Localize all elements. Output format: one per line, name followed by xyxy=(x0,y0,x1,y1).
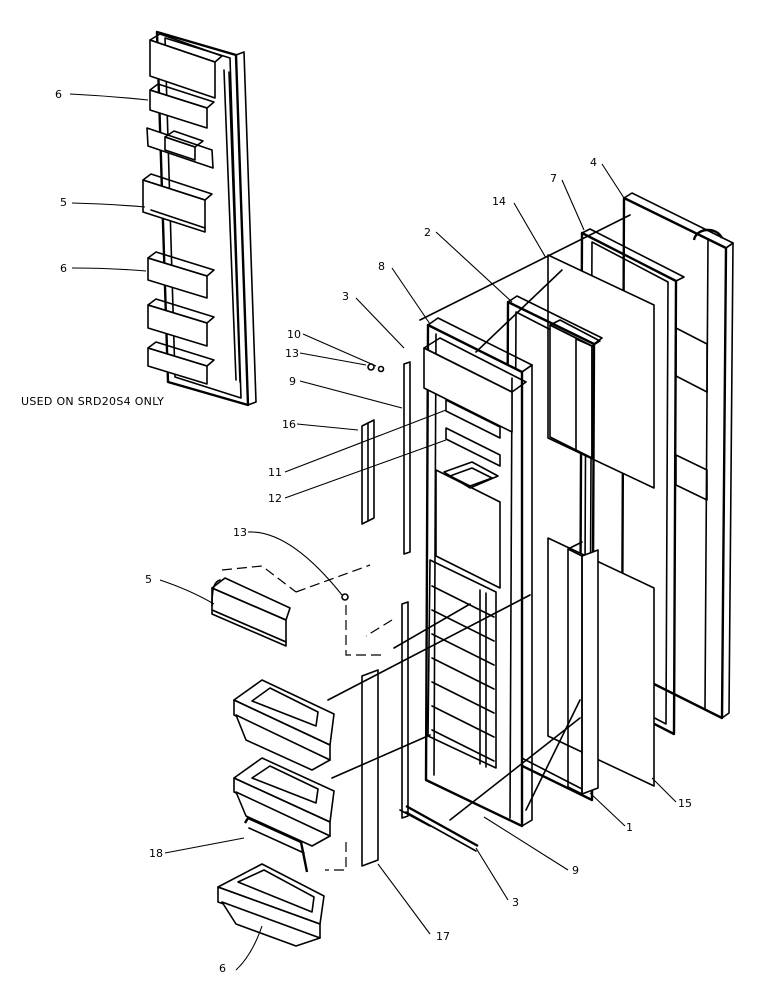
trim-piece-16 xyxy=(361,419,375,525)
leader-lines xyxy=(69,93,677,971)
inset-shelf-top xyxy=(149,33,223,99)
trim-strip-17 xyxy=(361,669,379,867)
insulation-panel-15 xyxy=(547,537,655,787)
trim-strip-9-lower xyxy=(401,601,409,819)
callout-9-lower: 9 xyxy=(572,864,579,877)
trim-strip-9-upper xyxy=(403,361,411,555)
door-bin-lower xyxy=(217,863,325,947)
callout-16: 16 xyxy=(282,418,296,431)
callout-13-mid: 13 xyxy=(233,526,247,539)
inset-door-assembly xyxy=(142,30,257,407)
door-bin-middle xyxy=(233,757,335,847)
inset-shelf-lower xyxy=(147,298,215,347)
inset-shelf-5 xyxy=(142,173,213,233)
callout-15: 15 xyxy=(678,797,692,810)
alignment-lines xyxy=(221,214,631,871)
screw-13-upper xyxy=(367,363,385,373)
shelf-bar-18 xyxy=(243,816,309,873)
callout-13-upper: 13 xyxy=(285,347,299,360)
part-callouts: 6 5 6 4 7 14 2 8 3 10 13 9 16 11 12 13 5… xyxy=(55,88,692,975)
callout-17: 17 xyxy=(436,930,450,943)
callout-6-upper: 6 xyxy=(55,88,62,101)
door-bin-5 xyxy=(211,577,291,647)
callout-2: 2 xyxy=(424,226,431,239)
callout-3-upper: 3 xyxy=(342,290,349,303)
callout-10: 10 xyxy=(287,328,301,341)
callout-4: 4 xyxy=(590,156,597,169)
callout-12: 12 xyxy=(268,492,282,505)
callout-5-mid: 5 xyxy=(145,573,152,586)
door-strip-1 xyxy=(567,541,599,795)
inset-shelf-bottom xyxy=(147,341,215,385)
hinge-icon xyxy=(692,228,724,241)
callout-3-lower: 3 xyxy=(512,896,519,909)
callout-6-mid: 6 xyxy=(60,262,67,275)
inner-door-liner-8 xyxy=(423,317,533,828)
liner-upper-cover xyxy=(549,319,601,459)
callout-11: 11 xyxy=(268,466,282,479)
callout-5-upper: 5 xyxy=(60,196,67,209)
screw-13-mid xyxy=(341,593,349,601)
door-bin-upper xyxy=(233,679,335,771)
inset-shelf-6-mid xyxy=(147,251,215,299)
inset-shelf-6-upper xyxy=(149,83,215,129)
callout-6-lower: 6 xyxy=(219,962,226,975)
callout-7: 7 xyxy=(550,172,557,185)
door-frame-gasket xyxy=(578,228,685,736)
inner-door-racks xyxy=(427,559,497,769)
callout-18: 18 xyxy=(149,847,163,860)
inset-dispenser xyxy=(146,127,214,169)
callout-9-upper: 9 xyxy=(289,375,296,388)
callout-1: 1 xyxy=(626,821,633,834)
callout-8: 8 xyxy=(378,260,385,273)
usage-note: USED ON SRD20S4 ONLY xyxy=(21,395,164,408)
door-bar-3-lower xyxy=(405,804,479,852)
callout-14: 14 xyxy=(492,195,506,208)
